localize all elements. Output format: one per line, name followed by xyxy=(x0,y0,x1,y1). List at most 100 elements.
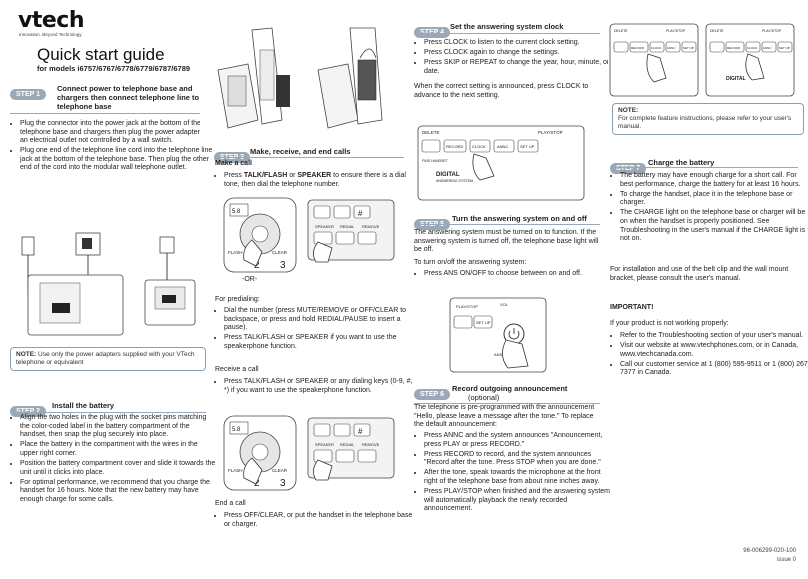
r2-record: RECORD xyxy=(727,46,741,50)
step1-bullet-2: Plug one end of the telephone line cord … xyxy=(20,147,216,173)
step1-illustration xyxy=(10,225,206,340)
kp1-remove: REMOVE xyxy=(362,224,380,229)
step6-rule xyxy=(414,403,600,404)
kp2-flash-label: FLASH xyxy=(228,468,243,473)
step1-header: STEP 1 xyxy=(10,83,200,101)
step2-heading: Install the battery xyxy=(52,401,115,410)
step2-bullet-1: Align the two holes in the plug with the… xyxy=(20,414,216,440)
predial-bullet-2: Press TALK/FLASH or SPEAKER if you want … xyxy=(224,334,414,351)
kp2-clear-label: CLEAR xyxy=(272,468,288,473)
step6-pill: STEP 6 xyxy=(414,389,450,400)
step2-bullets: Align the two holes in the plug with the… xyxy=(10,414,216,506)
step2-bullet-3: Position the battery compartment cover a… xyxy=(20,460,216,477)
s4-finger xyxy=(472,153,495,181)
step5-sub: To turn on/off the answering system: xyxy=(414,259,527,266)
s4-find: FIND HANDSET xyxy=(422,159,449,163)
s4-annc: ANNC xyxy=(497,144,508,149)
svg-text:5.8: 5.8 xyxy=(232,209,241,215)
make-speaker: SPEAKER xyxy=(297,172,332,179)
s5-vol: VOL xyxy=(500,302,509,307)
footer-code: 96-006299-020-100 xyxy=(743,548,796,554)
kp2-redial: REDIAL xyxy=(340,442,355,447)
make-flash: TALK/FLASH xyxy=(243,172,288,179)
feature-note-text: For complete feature instructions, pleas… xyxy=(618,115,792,130)
kp1-finger-2 xyxy=(313,241,333,263)
page-title: Quick start guide xyxy=(37,45,165,64)
kp1-finger xyxy=(243,239,263,267)
receive-call-heading: Receive a call xyxy=(215,366,259,373)
wall-jack-left xyxy=(21,236,35,256)
step7-header: STEP 7 xyxy=(610,157,646,175)
step4-rule xyxy=(414,33,600,34)
important-bullet-3: Call our customer service at 1 (800) 595… xyxy=(620,361,808,378)
step5-bullet-1: Press ANS ON/OFF to choose between on an… xyxy=(424,270,610,279)
step6-bullet-3: After the tone, speak towards the microp… xyxy=(424,469,610,486)
step1-note-text: Use only the power adapters supplied wit… xyxy=(16,351,195,366)
step5-illustration: PLAY/STOP VOL SET UP ANS ON/OFF xyxy=(448,296,548,374)
s4-setup: SET UP xyxy=(520,144,535,149)
step6-header: STEP 6 xyxy=(414,383,450,401)
r1-setup: SET UP xyxy=(683,46,694,50)
footer-issue: issue 0 xyxy=(776,557,796,563)
step3-rule xyxy=(214,157,404,158)
step1-bullet-1: Plug the connector into the power jack a… xyxy=(20,120,216,146)
right-base-illustrations: DELETE PLAY/STOP RECORD CLOCK ANNC SET U… xyxy=(608,20,798,100)
step1-pill: STEP 1 xyxy=(10,89,46,100)
receive-call-bullets: Press TALK/FLASH or SPEAKER or any diali… xyxy=(214,378,414,397)
predial-bullet-1: Dial the number (press MUTE/REMOVE or OF… xyxy=(224,307,414,333)
s5-setup: SET UP xyxy=(476,320,491,325)
svg-text:5.8: 5.8 xyxy=(232,427,241,433)
r2-playstop: PLAY/STOP xyxy=(762,29,782,33)
r2-annc: ANNC xyxy=(763,46,772,50)
battery-install-illustration xyxy=(200,20,400,138)
r1-finger xyxy=(646,53,667,83)
step5-heading: Turn the answering system on and off xyxy=(452,214,587,223)
make-call-bullet: Press TALK/FLASH or SPEAKER to ensure th… xyxy=(224,172,414,189)
step7-rule xyxy=(610,167,798,168)
s5-playstop: PLAY/STOP xyxy=(456,304,478,309)
page-subtitle: for models i6757/6767/6778/6779/6787/678… xyxy=(37,64,191,73)
s4-answering: ANSWERING SYSTEM xyxy=(436,179,473,183)
step5-body: The answering system must be turned on t… xyxy=(414,229,599,254)
r1-playstop: PLAY/STOP xyxy=(666,29,686,33)
r2-digital: DIGITAL xyxy=(726,76,746,82)
vtech-logo: vtech xyxy=(18,8,84,33)
step7-bullets: The battery may have enough charge for a… xyxy=(610,172,808,245)
step4-bullet-2: Press CLOCK again to change the settings… xyxy=(424,49,610,58)
handset-keypad-illustration-1: 5.8 FLASH CLEAR 2 3 # SPEAKER REDIAL REM… xyxy=(222,196,397,274)
step6-bullet-2: Press RECORD to record, and the system a… xyxy=(424,451,610,468)
important-bullets: Refer to the Troubleshooting section of … xyxy=(610,332,808,379)
step6-bullet-4: Press PLAY/STOP when finished and the an… xyxy=(424,488,610,514)
step1-rule xyxy=(10,113,206,114)
predial-bullets: Dial the number (press MUTE/REMOVE or OF… xyxy=(214,307,414,353)
important-bullet-1: Refer to the Troubleshooting section of … xyxy=(620,332,808,341)
or-separator: -OR- xyxy=(242,276,258,283)
step5-bullets: Press ANS ON/OFF to choose between on an… xyxy=(414,270,610,280)
r1-annc: ANNC xyxy=(667,46,676,50)
kp2-speaker: SPEAKER xyxy=(315,442,334,447)
step1-heading: Connect power to telephone base and char… xyxy=(57,84,200,111)
step2-bullet-2: Place the battery in the compartment wit… xyxy=(20,441,216,458)
step7-bullet-1: The battery may have enough charge for a… xyxy=(620,172,808,189)
step4-header: STEP 4 xyxy=(414,21,450,39)
make-call-heading: Make a call xyxy=(215,160,252,167)
end-call-bullet: Press OFF/CLEAR, or put the handset in t… xyxy=(224,512,414,529)
important-heading: IMPORTANT! xyxy=(610,304,654,311)
handset-back-1 xyxy=(217,27,290,129)
step2-pill: STEP 2 xyxy=(10,406,46,417)
step6-bullets: Press ANNC and the system announces "Ann… xyxy=(414,432,610,515)
step3-heading: Make, receive, and end calls xyxy=(250,147,351,156)
s4-record: RECORD xyxy=(446,144,463,149)
receive-call-bullet: Press TALK/FLASH or SPEAKER or any diali… xyxy=(224,378,414,395)
step1-note: NOTE: Use only the power adapters suppli… xyxy=(10,347,206,371)
kp1-speaker: SPEAKER xyxy=(315,224,334,229)
step4-bullet-3: Press SKIP or REPEAT to change the year,… xyxy=(424,59,610,76)
step6-bullet-1: Press ANNC and the system announces "Ann… xyxy=(424,432,610,449)
kp1-key3: 3 xyxy=(280,260,286,271)
s4-clock: CLOCK xyxy=(472,144,486,149)
step7-after: For installation and use of the belt cli… xyxy=(610,266,789,282)
step1-bullets: Plug the connector into the power jack a… xyxy=(10,120,216,175)
s4-digital: DIGITAL xyxy=(436,172,460,178)
r1-record: RECORD xyxy=(631,46,645,50)
